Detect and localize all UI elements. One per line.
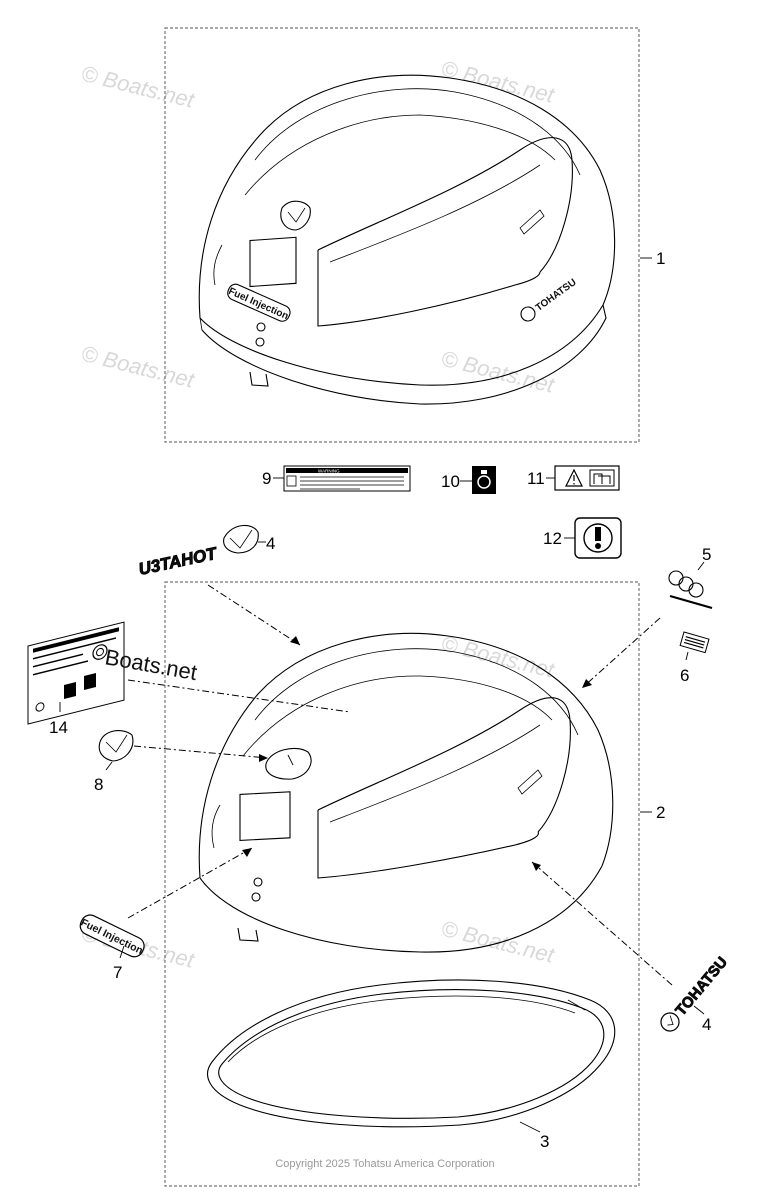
callout-number: 2 bbox=[656, 803, 665, 822]
callout-number: 14 bbox=[49, 718, 68, 737]
callout-number: 9 bbox=[262, 469, 271, 488]
watermark: © Boats.net bbox=[439, 56, 558, 108]
callout-number: 4 bbox=[266, 534, 275, 553]
warning-decal-9: 9 WARNING bbox=[262, 465, 411, 492]
assembly-frame-top bbox=[164, 27, 640, 443]
watermark: © Boats.net bbox=[439, 916, 558, 968]
callout-number: 6 bbox=[680, 666, 689, 685]
callout-number: 12 bbox=[543, 529, 562, 548]
watermark: © Boats.net bbox=[79, 341, 198, 393]
engine-cover-2 bbox=[198, 632, 614, 953]
engine-cover-assembly: Fuel Injection TOHATSU bbox=[198, 74, 616, 405]
tohatsu-text: TOHATSU bbox=[672, 954, 731, 1019]
decal-12: 12 bbox=[543, 517, 622, 559]
decal-5: 5 bbox=[581, 545, 713, 689]
decal-14: Boats.net 14 bbox=[27, 621, 351, 737]
decal-11: 11 bbox=[527, 465, 620, 491]
callout-number: 8 bbox=[94, 775, 103, 794]
watermark: © Boats.net bbox=[439, 631, 558, 683]
callout-1: 1 bbox=[640, 249, 665, 268]
tohatsu-decal-4-lower: TOHATSU 4 bbox=[531, 861, 731, 1034]
callout-number: 4 bbox=[702, 1015, 711, 1034]
decal-6: 6 bbox=[679, 631, 710, 685]
emblem-8: 8 bbox=[94, 729, 269, 794]
assembly-frame-bottom bbox=[164, 581, 640, 1187]
tohatsu-mirrored-text: U3TAHOT bbox=[137, 544, 220, 579]
callout-number: 1 bbox=[656, 249, 665, 268]
watermark: © Boats.net bbox=[79, 61, 198, 113]
warning-text: WARNING bbox=[318, 469, 340, 474]
decal-10: 10 bbox=[441, 466, 496, 494]
cover-seal-3: 3 bbox=[207, 979, 616, 1151]
tohatsu-decal-4-upper: U3TAHOT 4 bbox=[136, 524, 301, 646]
callout-number: 10 bbox=[441, 472, 460, 491]
callout-number: 3 bbox=[540, 1132, 549, 1151]
callout-number: 11 bbox=[527, 469, 545, 488]
tohatsu-text: TOHATSU bbox=[534, 277, 579, 314]
watermark: © Boats.net bbox=[439, 346, 558, 398]
callout-number: 7 bbox=[113, 963, 122, 982]
callout-number: 5 bbox=[702, 545, 711, 564]
copyright-text: Copyright 2025 Tohatsu America Corporati… bbox=[275, 1158, 494, 1170]
callout-2: 2 bbox=[640, 803, 665, 822]
